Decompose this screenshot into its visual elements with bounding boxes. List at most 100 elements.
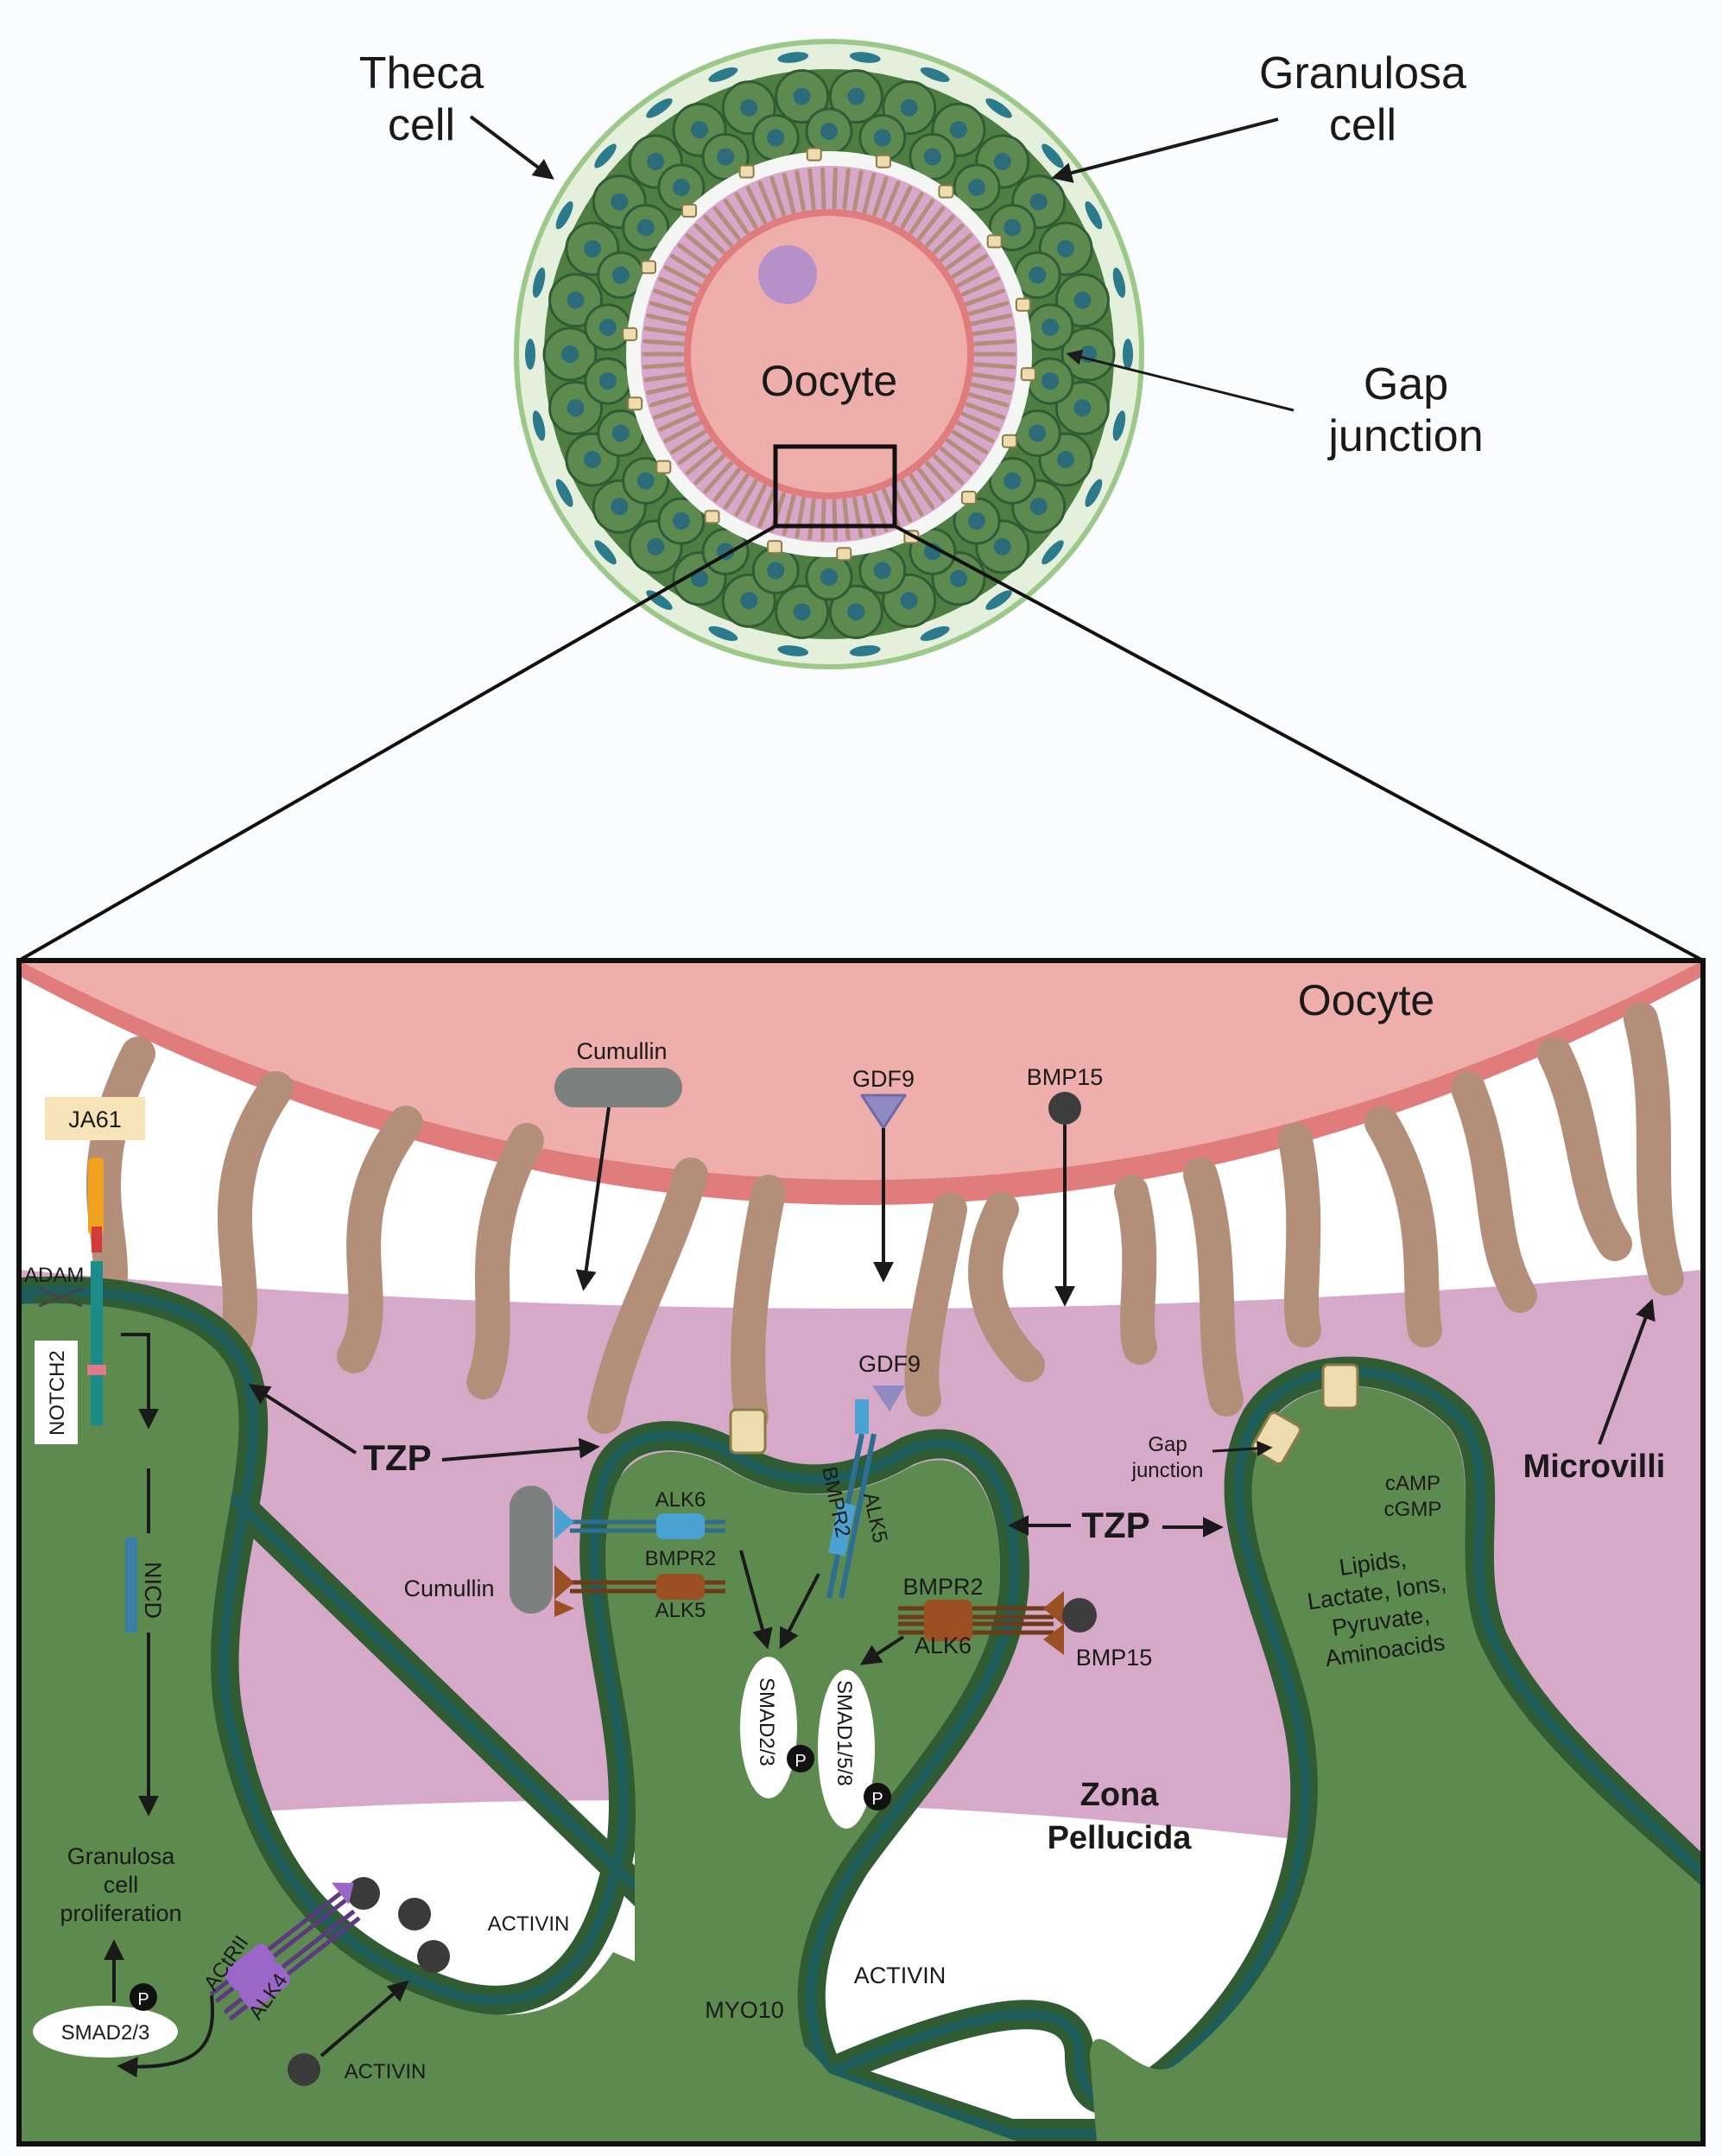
activin-dimer-icons — [288, 1877, 450, 2086]
granulosa-cells — [542, 69, 1116, 639]
notch-cleave-arrow — [121, 1333, 159, 1430]
gdf9-mid-label: GDF9 — [858, 1351, 921, 1377]
microvilli-ring — [642, 167, 1016, 542]
activin-arrow — [320, 1980, 409, 2058]
cgmp-label: cGMP — [1384, 1498, 1442, 1521]
camp-label: cAMP — [1385, 1472, 1440, 1495]
theca-label: Theca — [359, 48, 484, 98]
gap-junction-zoom-label: Gap — [1148, 1433, 1187, 1456]
cumullin-label: Cumullin — [576, 1038, 667, 1064]
bmp15-label: BMP15 — [1027, 1064, 1104, 1090]
gap-junction-zoom-label-2: junction — [1131, 1459, 1204, 1482]
adam-label: ADAM — [24, 1264, 84, 1287]
bmpr2-a-label: BMPR2 — [645, 1547, 717, 1570]
zoom-line-left — [18, 524, 776, 962]
smad158-arrow — [859, 1635, 905, 1665]
cumullin-mid-icon — [510, 1486, 553, 1614]
smad23-left-icon — [33, 2006, 178, 2058]
zoom-panel-border — [16, 958, 1706, 2146]
oocyte-body — [691, 216, 967, 492]
bmpr2-b-label: BMPR2 — [902, 1574, 983, 1600]
phospho-label-2: P — [871, 1790, 883, 1809]
nucleus-icon — [758, 245, 817, 304]
notch2-box — [35, 1341, 78, 1444]
smad158-label: SMAD1/5/8 — [833, 1680, 856, 1786]
alk6-bmpr2-receptor-a — [554, 1505, 725, 1617]
ja61-ligand-icon — [88, 1157, 104, 1252]
tzp-left-arrow-1 — [248, 1384, 358, 1455]
zoom-box — [773, 444, 897, 529]
theca-label-2: cell — [388, 100, 455, 150]
activin-label-2: ACTIVIN — [854, 1963, 946, 1988]
zona-pellucida-label: Zona — [1080, 1777, 1160, 1813]
smad158-icon — [818, 1670, 875, 1829]
nicd-label: NICD — [140, 1562, 166, 1619]
microvilli-label: Microvilli — [1523, 1449, 1666, 1485]
theca-arrow — [469, 115, 554, 180]
granulosa-proliferation-label: Granulosa — [67, 1843, 176, 1869]
follicle-illustration: Oocyte — [514, 39, 1144, 669]
tzp-left-label: TZP — [363, 1437, 431, 1478]
bmp15-mid-icon — [1062, 1598, 1097, 1633]
theca-cells — [525, 52, 1133, 656]
oocyte-label: Oocyte — [761, 357, 897, 405]
phospho-icon-1 — [787, 1745, 814, 1772]
gap-junction-label-2: junction — [1326, 411, 1483, 461]
smad23-mid-icon — [740, 1657, 797, 1798]
cumullin-arrow — [575, 1107, 611, 1291]
phospho-icon-2 — [864, 1783, 891, 1810]
smad23-mid-label: SMAD2/3 — [755, 1677, 778, 1766]
scissors-icon — [38, 1287, 83, 1308]
bmpr2-alk6-receptor-b — [898, 1591, 1064, 1655]
gdf9-icon — [860, 1094, 907, 1130]
cumullin-icon — [554, 1068, 682, 1107]
gap-junction-icons — [622, 147, 1036, 561]
ja61-box — [45, 1097, 145, 1140]
tzp-right-label: TZP — [1081, 1505, 1149, 1545]
notch2-marker-icon — [87, 1365, 106, 1375]
activin-label-1: ACTIVIN — [488, 1912, 570, 1936]
microvilli-arrow — [1598, 1298, 1656, 1445]
granulosa-label: Granulosa — [1259, 48, 1466, 98]
granulosa-proliferation-label-2: cell — [104, 1872, 139, 1898]
ja61-label: JA61 — [68, 1107, 122, 1132]
zona-pellucida-label-2: Pellucida — [1048, 1820, 1193, 1856]
zoom-line-right — [894, 524, 1704, 962]
alk4-smad-arrow — [117, 1994, 215, 2078]
granulosa-cell-left — [19, 1303, 1019, 2142]
notch2-receptor-icon — [91, 1261, 103, 1425]
gdf9-label: GDF9 — [852, 1066, 915, 1092]
smad23-arrow-1 — [739, 1550, 773, 1650]
activin-label-3: ACTIVIN — [345, 2060, 427, 2083]
bmp15-icon — [1048, 1092, 1081, 1125]
oocyte-zoom-label: Oocyte — [1298, 976, 1434, 1024]
alk6-a-label: ALK6 — [655, 1488, 706, 1512]
tzp-left-arrow-2 — [441, 1437, 600, 1462]
notch2-label: NOTCH2 — [46, 1350, 69, 1436]
phospho-icon-3 — [130, 1983, 157, 2011]
bmpr2-alk5-receptor-vertical — [826, 1399, 877, 1599]
smad23-left-label: SMAD2/3 — [61, 2021, 150, 2045]
granulosa-label-2: cell — [1329, 100, 1396, 150]
granulosa-proliferation-label-3: proliferation — [60, 1900, 181, 1926]
nicd-icon — [125, 1538, 137, 1633]
oocyte-zoom — [19, 961, 1703, 1180]
zoom-panel — [19, 961, 1703, 2144]
actrii-alk4-receptor — [209, 1882, 361, 2021]
alk6-b-label: ALK6 — [915, 1633, 972, 1658]
bmp15-mid-label: BMP15 — [1076, 1645, 1153, 1671]
alk5-a-label: ALK5 — [655, 1599, 706, 1622]
granulosa-arrow — [1051, 117, 1279, 183]
gap-junction-label: Gap — [1364, 359, 1448, 409]
phospho-label-3: P — [137, 1990, 149, 2009]
myo10-label: MYO10 — [705, 1997, 784, 2023]
gdf9-mid-icon — [872, 1386, 905, 1411]
granulosa-membrane-inner — [19, 1285, 1703, 2139]
granulosa-cell-right — [1090, 1386, 1703, 2142]
gap-junction-zoom-arrow — [1212, 1440, 1273, 1456]
phospho-label-1: P — [795, 1752, 806, 1771]
gap-junction-arrow — [1066, 349, 1295, 412]
smad23-arrow-2 — [779, 1573, 820, 1650]
